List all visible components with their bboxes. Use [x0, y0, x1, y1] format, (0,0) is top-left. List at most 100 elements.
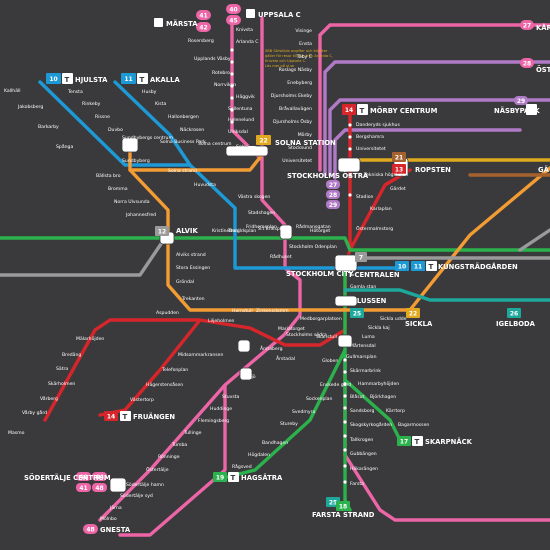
station-rissne: Rissne: [95, 114, 110, 120]
station-hagerstensasen: Hägerstensåsen: [146, 381, 183, 388]
station-solna-strand: Solna strand: [168, 168, 197, 174]
hub-sodertalje-marker[interactable]: [109, 477, 127, 493]
hub-label-fruangen[interactable]: FRUÄNGEN: [133, 412, 175, 421]
line-orange[interactable]: [128, 138, 550, 312]
hub-label-kungstradgarden[interactable]: KUNGSTRÄDGÅRDEN: [438, 262, 518, 271]
hub-alvsjo-marker[interactable]: [239, 367, 253, 381]
line-blue-akalla[interactable]: [113, 80, 192, 167]
hub-label-sodertalje[interactable]: SÖDERTÄLJE CENTRUM: [24, 473, 111, 482]
hub-odenplan-marker[interactable]: [279, 224, 293, 240]
station-taby-c: Täby C: [296, 54, 312, 60]
station-rotebro: Rotebro: [212, 70, 230, 76]
station-danderyds-sjukhus: Danderyds sjukhus: [356, 122, 400, 128]
hub-sundbyberg-marker[interactable]: [121, 137, 139, 153]
hub-label-slussen[interactable]: SLUSSEN: [352, 297, 387, 305]
train-icon-solna: [248, 146, 256, 154]
station-skarholmen: Skärholmen: [48, 381, 75, 387]
station-nackrosen: Näckrosen: [180, 127, 204, 133]
hub-label-skarpnack[interactable]: SKARPNÄCK: [425, 437, 473, 446]
line-pink-roslagen[interactable]: [318, 23, 550, 172]
t-glyph-akalla: T: [140, 76, 145, 84]
badge-27-karsta: 27: [523, 23, 531, 30]
hub-label-hjulsta[interactable]: HJULSTA: [75, 76, 108, 84]
hub-label-igelboda[interactable]: IGELBODA: [496, 320, 536, 328]
hub-label-nasbypark[interactable]: NÄSBYPARK: [494, 106, 540, 115]
station-jakobsberg: Jakobsberg: [17, 104, 43, 110]
line-purple-3[interactable]: [333, 128, 522, 180]
badge-12: 12: [158, 229, 166, 236]
station-enebyberg: Enebyberg: [287, 80, 312, 86]
station-stuvsta: Stuvsta: [222, 394, 240, 400]
hub-label-solna-station[interactable]: SOLNA STATION: [275, 139, 336, 147]
hub-label-marsta[interactable]: MÄRSTA: [166, 19, 198, 28]
hub-label-stockholm-ostra[interactable]: STOCKHOLMS ÖSTRA: [287, 171, 369, 180]
hub-label-gardet[interactable]: GÄ: [538, 165, 550, 174]
line-teal[interactable]: [343, 288, 550, 302]
station-farsta: Farsta: [350, 481, 364, 487]
hub-liljeholmen-marker[interactable]: [237, 339, 251, 353]
station-tumba: Tumba: [171, 442, 187, 448]
station-malarhojden: Mälarhöjden: [76, 336, 104, 342]
station-varby-gard: Vårby gård: [22, 409, 47, 416]
badge-48-sod: 48: [95, 485, 103, 492]
station-vastertorp: Västertorp: [130, 397, 154, 403]
hub-label-stockholm-city[interactable]: STOCKHOLM CITY: [286, 270, 354, 278]
hub-label-hagsatra[interactable]: HAGSÄTRA: [241, 473, 283, 482]
metro-icon-morby: [357, 104, 368, 115]
station-duvbo: Duvbo: [108, 127, 123, 133]
badge-11-kungs: 11: [414, 264, 422, 271]
hub-gullmarsplan-marker[interactable]: [337, 334, 353, 348]
badge-7: 7: [359, 255, 363, 262]
station-stadshagen: Stadshagen: [248, 210, 275, 216]
line-orange-2[interactable]: [128, 153, 264, 172]
line-green-main[interactable]: [0, 236, 550, 252]
badge-41: 41: [199, 13, 207, 20]
station-globen: Globen: [322, 358, 338, 364]
line-gray-right[interactable]: [343, 228, 550, 260]
hub-universitetet-marker[interactable]: [337, 157, 361, 173]
hub-label-karsta[interactable]: KÅRST: [536, 23, 550, 32]
station-tekniska: Tekniska högskolan: [363, 172, 408, 178]
station-ragsved: Rågsved: [232, 463, 252, 470]
station-bergshamra: Bergshamra: [356, 134, 384, 140]
station-bandhagen: Bandhagen: [262, 440, 288, 446]
hub-label-gnesta[interactable]: GNESTA: [100, 526, 131, 534]
station-bjorkhagen: Björkhagen: [370, 394, 396, 400]
line-pink-commuter[interactable]: [118, 16, 302, 537]
badges: 41 42 40 45 10 11 22 14 21 13 27 28 29 2…: [46, 4, 534, 534]
hub-label-oster[interactable]: ÖSTE: [536, 65, 550, 74]
station-aspudden: Aspudden: [156, 310, 179, 316]
line-pink-bottom[interactable]: [98, 383, 227, 522]
station-sundbyberg: Sundbyberg: [122, 158, 150, 164]
station-ostermalmstorg: Östermalmstorg: [356, 225, 393, 232]
hub-label-uppsala[interactable]: UPPSALA C: [258, 11, 301, 19]
line-purple-2[interactable]: [328, 98, 550, 177]
station-ulriksdal: Ulriksdal: [228, 129, 248, 135]
line-purple-1[interactable]: [323, 60, 550, 177]
badge-21: 21: [395, 155, 403, 162]
hub-label-tcentralen[interactable]: T-CENTRALEN: [348, 271, 400, 279]
station-vastra-skogen: Västra skogen: [238, 194, 270, 200]
station-ostertalje: Östertälje: [146, 466, 169, 473]
train-icon-marsta: [154, 18, 163, 27]
hub-label-alvik[interactable]: ALVIK: [176, 227, 198, 235]
badge-25: 25: [353, 311, 361, 318]
hub-label-morby[interactable]: MÖRBY CENTRUM: [370, 106, 438, 115]
line-gray[interactable]: [0, 236, 167, 277]
station-norra-ulvsunda: Norra Ulvsunda: [114, 199, 150, 205]
station-hallonbergen: Hallonbergen: [168, 114, 199, 120]
station-rinkeby: Rinkeby: [82, 101, 101, 107]
metro-icon-nasby: [526, 104, 537, 115]
station-arstadal: Årstadal: [276, 355, 295, 362]
line-green-skarp[interactable]: [343, 378, 402, 442]
hub-tcentralen-marker[interactable]: [334, 254, 358, 272]
hub-label-farsta-strand[interactable]: FARSTA STRAND: [312, 511, 375, 519]
hub-solna-marker[interactable]: [225, 145, 269, 157]
hub-label-ropsten[interactable]: ROPSTEN: [415, 166, 451, 174]
hub-label-sickla[interactable]: SICKLA: [405, 320, 433, 328]
station-tallkrogen: Tallkrogen: [349, 437, 373, 443]
hub-label-akalla[interactable]: AKALLA: [150, 76, 180, 84]
line-blue-hjulsta[interactable]: [38, 80, 402, 270]
line-pink-bottom-right[interactable]: [343, 453, 550, 522]
hub-slussen-marker[interactable]: [334, 295, 358, 307]
